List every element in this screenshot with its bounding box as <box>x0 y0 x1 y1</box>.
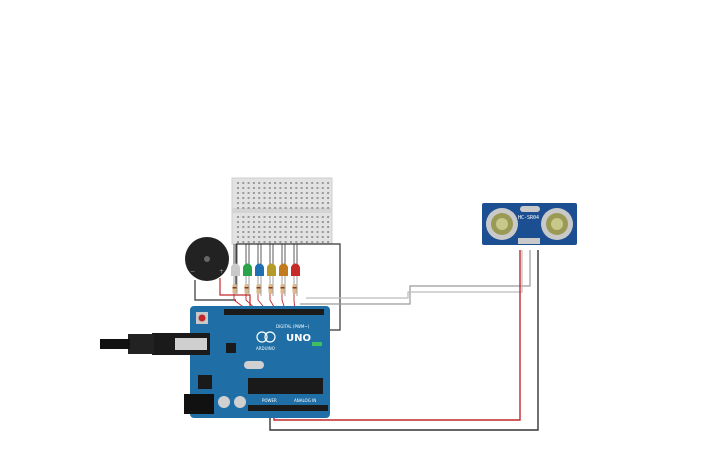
reset-button[interactable] <box>198 314 206 322</box>
ultrasonic-sensor[interactable]: HC-SR04 <box>482 203 577 245</box>
analog-header-label: ANALOG IN <box>294 398 316 403</box>
sensor-label: HC-SR04 <box>518 215 539 221</box>
svg-text:+: + <box>219 268 224 275</box>
svg-text:−: − <box>190 268 195 275</box>
wires <box>194 243 539 431</box>
resistor-5[interactable] <box>280 284 285 294</box>
power-jack[interactable] <box>184 394 214 414</box>
led-4[interactable] <box>267 263 276 277</box>
led-5[interactable] <box>279 263 288 277</box>
atmega-chip <box>248 378 323 394</box>
led-6[interactable] <box>291 263 300 277</box>
resistor-4[interactable] <box>268 284 273 294</box>
digital-header-label: DIGITAL (PWM~) <box>276 324 310 329</box>
breadboard[interactable] <box>231 177 333 245</box>
led-2[interactable] <box>243 263 252 277</box>
resistor-3[interactable] <box>256 284 261 294</box>
resistor-2[interactable] <box>244 284 249 294</box>
resistor-6[interactable] <box>292 284 297 294</box>
board-logo: UNO <box>286 333 311 344</box>
resistor-1[interactable] <box>232 284 237 294</box>
power-header-label: POWER <box>262 398 277 403</box>
led-1[interactable] <box>231 263 240 277</box>
led-3[interactable] <box>255 263 264 277</box>
breadboard-holes <box>237 182 330 243</box>
led-row <box>231 244 300 296</box>
board-brand: ARDUINO <box>256 346 275 351</box>
arduino-uno-board[interactable]: UNO ARDUINO DIGITAL (PWM~) POWER ANALOG … <box>100 306 330 418</box>
piezo-buzzer[interactable]: − + <box>185 237 229 281</box>
